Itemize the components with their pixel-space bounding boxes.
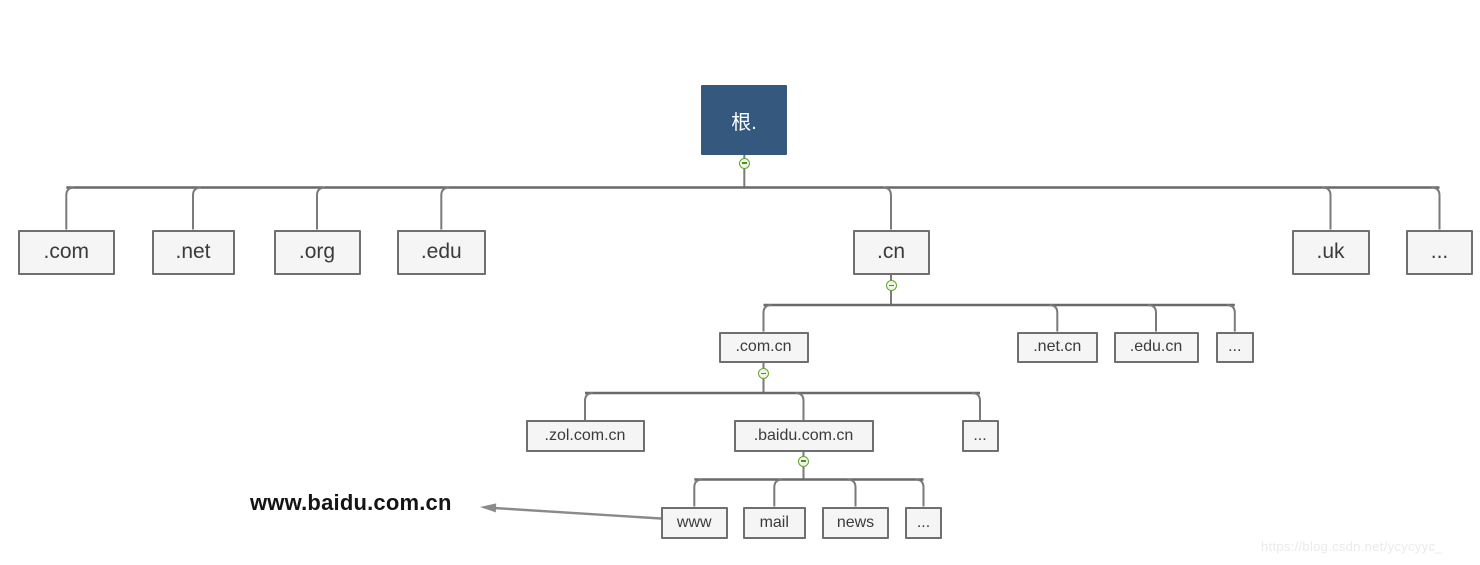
node-zol-com-cn: .zol.com.cn bbox=[525, 420, 645, 452]
node-baidu-more: ... bbox=[905, 506, 942, 539]
collapse-icon-cn[interactable] bbox=[885, 280, 897, 291]
node-cn-more: ... bbox=[1216, 331, 1254, 363]
node-root: 根. bbox=[701, 85, 787, 155]
node-edu: .edu bbox=[396, 229, 486, 275]
node-tld-more: ... bbox=[1406, 229, 1473, 275]
pointer-arrow bbox=[480, 503, 662, 520]
node-www: www bbox=[661, 506, 728, 539]
node-baidu-com-cn: .baidu.com.cn bbox=[733, 420, 874, 452]
domain-annotation: www.baidu.com.cn bbox=[250, 490, 452, 515]
node-cn: .cn bbox=[852, 229, 930, 275]
node-news: news bbox=[822, 506, 889, 539]
node-net: .net bbox=[151, 229, 235, 275]
collapse-icon-baidu[interactable] bbox=[798, 455, 809, 467]
node-edu-cn: .edu.cn bbox=[1113, 331, 1199, 363]
collapse-icon-root[interactable] bbox=[738, 157, 750, 169]
node-net-cn: .net.cn bbox=[1016, 331, 1098, 363]
collapse-icon-com-cn[interactable] bbox=[758, 368, 769, 379]
node-com-cn-more: ... bbox=[961, 420, 999, 452]
node-com: .com bbox=[17, 229, 115, 275]
watermark: https://blog.csdn.net/ycycyyc_ bbox=[1261, 539, 1443, 554]
node-uk: .uk bbox=[1291, 229, 1370, 275]
node-org: .org bbox=[273, 229, 361, 275]
node-com-cn: .com.cn bbox=[718, 331, 809, 363]
node-mail: mail bbox=[742, 506, 806, 539]
